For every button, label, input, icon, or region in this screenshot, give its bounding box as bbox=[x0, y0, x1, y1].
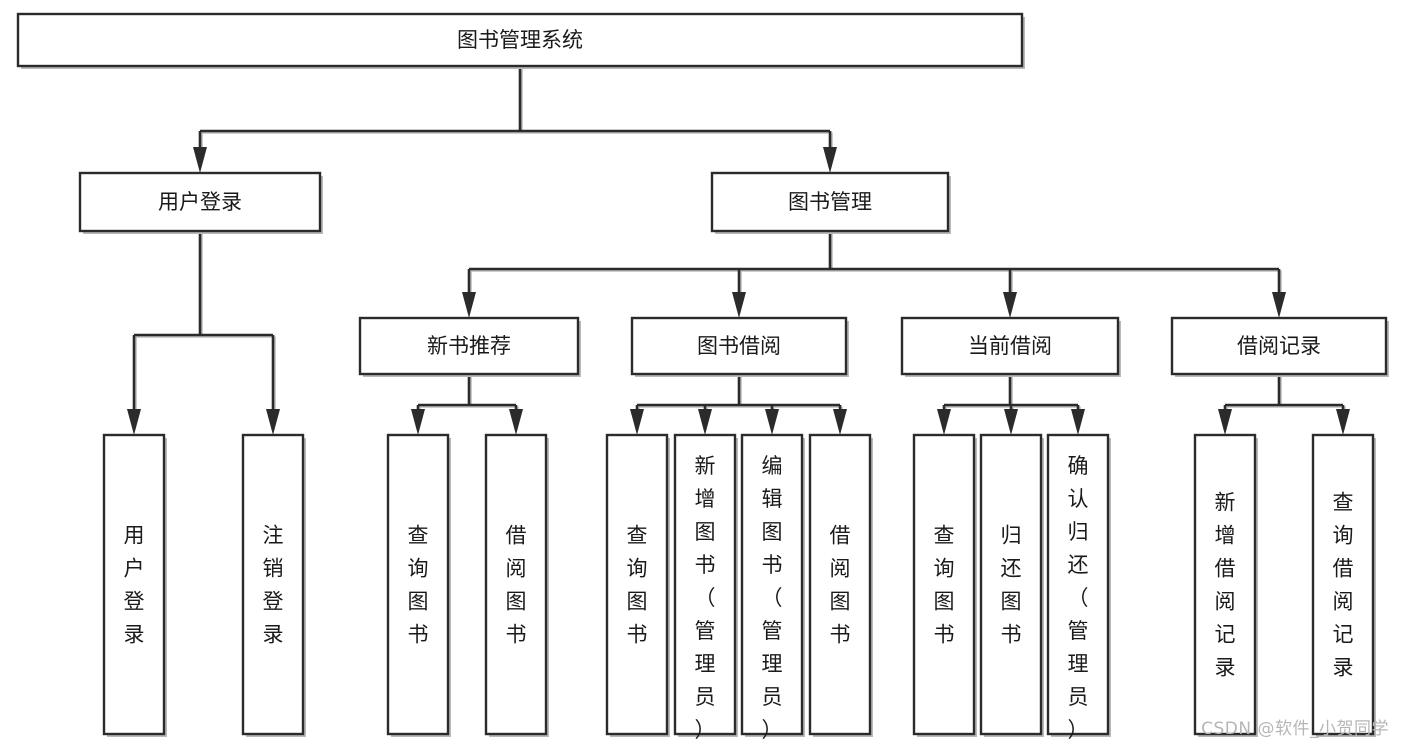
node-box-leaf-logout[interactable] bbox=[241, 433, 305, 736]
node-box-leaf-confirm-return[interactable] bbox=[1046, 433, 1110, 736]
node-label-leaf-add-record: 新增借阅记录 bbox=[1215, 490, 1236, 679]
connector-group-book-manage bbox=[462, 231, 1286, 318]
node-box-borrow-record[interactable] bbox=[1170, 316, 1388, 376]
arrow-head-icon bbox=[1004, 409, 1018, 435]
arrow-head-icon bbox=[1336, 409, 1350, 435]
node-label-leaf-borrow-book-1: 借阅图书 bbox=[506, 523, 527, 646]
node-box-root[interactable] bbox=[16, 12, 1024, 68]
arrow-head-icon bbox=[462, 292, 476, 318]
arrow-head-icon bbox=[937, 409, 951, 435]
arrow-head-icon bbox=[1218, 409, 1232, 435]
node-box-book-borrow[interactable] bbox=[630, 316, 848, 376]
arrow-head-icon bbox=[411, 409, 425, 435]
node-label-layer: 图书管理系统用户登录图书管理新书推荐图书借阅当前借阅借阅记录用户登录注销登录查询… bbox=[124, 28, 1354, 742]
arrow-head-icon bbox=[193, 147, 207, 173]
node-box-book-manage[interactable] bbox=[710, 171, 950, 233]
node-box-leaf-query-record[interactable] bbox=[1311, 433, 1375, 736]
arrow-head-icon bbox=[266, 409, 280, 435]
node-label-user-login: 用户登录 bbox=[158, 190, 242, 214]
node-label-leaf-add-book: 新增图书（管理员） bbox=[695, 454, 716, 742]
arrow-head-icon bbox=[630, 409, 644, 435]
arrow-head-icon bbox=[823, 147, 837, 173]
node-box-leaf-user-login[interactable] bbox=[102, 433, 166, 736]
node-label-leaf-borrow-book-2: 借阅图书 bbox=[830, 523, 851, 646]
node-label-leaf-query-record: 查询借阅记录 bbox=[1333, 490, 1354, 679]
connector-group-current-borrow bbox=[937, 374, 1085, 435]
node-label-borrow-record: 借阅记录 bbox=[1237, 334, 1321, 358]
node-label-leaf-query-book-2: 查询图书 bbox=[627, 523, 648, 646]
node-label-leaf-confirm-return: 确认归还（管理员） bbox=[1068, 454, 1089, 742]
connector-group-user-login bbox=[127, 231, 280, 435]
node-label-root: 图书管理系统 bbox=[457, 28, 583, 52]
arrow-head-icon bbox=[1272, 292, 1286, 318]
node-box-current-borrow[interactable] bbox=[900, 316, 1120, 376]
connector-group-new-book-rec bbox=[411, 374, 523, 435]
arrow-head-icon bbox=[1071, 409, 1085, 435]
node-label-leaf-user-login: 用户登录 bbox=[124, 523, 145, 646]
connector-group-borrow-record bbox=[1218, 374, 1350, 435]
node-box-leaf-add-record[interactable] bbox=[1193, 433, 1257, 736]
arrow-head-icon bbox=[833, 409, 847, 435]
node-box-leaf-query-book-2[interactable] bbox=[605, 433, 669, 736]
node-box-user-login[interactable] bbox=[78, 171, 322, 233]
node-box-leaf-return-book[interactable] bbox=[979, 433, 1043, 736]
node-box-leaf-edit-book[interactable] bbox=[740, 433, 804, 736]
node-box-leaf-borrow-book-1[interactable] bbox=[484, 433, 548, 736]
node-box-leaf-query-book-3[interactable] bbox=[912, 433, 976, 736]
connector-group-root bbox=[193, 66, 837, 173]
arrow-head-icon bbox=[127, 409, 141, 435]
node-box-new-book-rec[interactable] bbox=[358, 316, 580, 376]
node-label-new-book-rec: 新书推荐 bbox=[427, 334, 511, 358]
node-label-leaf-edit-book: 编辑图书（管理员） bbox=[762, 454, 783, 742]
node-label-book-borrow: 图书借阅 bbox=[697, 334, 781, 358]
node-label-leaf-return-book: 归还图书 bbox=[1001, 523, 1022, 646]
arrow-head-icon bbox=[509, 409, 523, 435]
node-box-layer bbox=[16, 12, 1389, 737]
node-box-leaf-query-book-1[interactable] bbox=[386, 433, 450, 736]
connector-layer bbox=[127, 66, 1350, 435]
node-box-leaf-add-book[interactable] bbox=[673, 433, 737, 736]
node-box-leaf-borrow-book-2[interactable] bbox=[808, 433, 872, 736]
arrow-head-icon bbox=[1003, 292, 1017, 318]
arrow-head-icon bbox=[698, 409, 712, 435]
node-label-current-borrow: 当前借阅 bbox=[968, 334, 1052, 358]
connector-group-book-borrow bbox=[630, 374, 847, 435]
arrow-head-icon bbox=[732, 292, 746, 318]
watermark-text: CSDN @软件_小贺同学 bbox=[1201, 719, 1389, 739]
node-label-leaf-query-book-1: 查询图书 bbox=[408, 523, 429, 646]
node-label-leaf-logout: 注销登录 bbox=[263, 523, 284, 646]
node-label-leaf-query-book-3: 查询图书 bbox=[934, 523, 955, 646]
arrow-head-icon bbox=[765, 409, 779, 435]
node-label-book-manage: 图书管理 bbox=[788, 190, 872, 214]
